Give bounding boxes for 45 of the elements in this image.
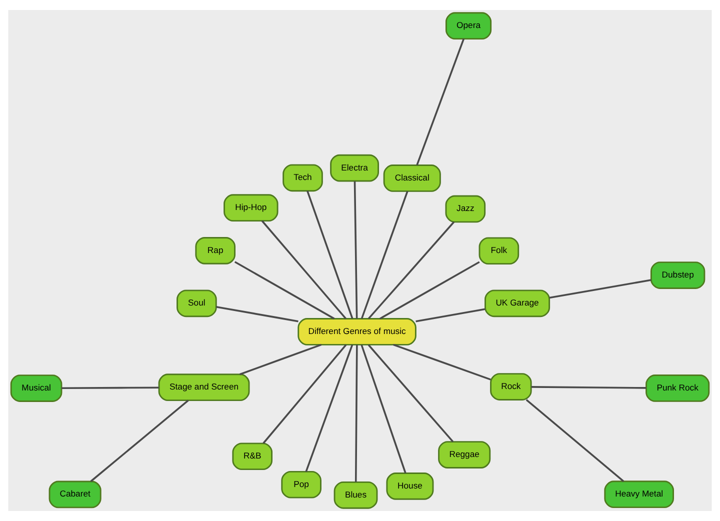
node-box: Stage and Screen <box>158 374 250 402</box>
node-box: Blues <box>334 481 378 509</box>
connector <box>416 38 465 166</box>
node-box: Jazz <box>445 195 486 223</box>
connector <box>90 400 189 482</box>
connector <box>526 399 624 482</box>
node-box: Pop <box>281 470 322 498</box>
connector <box>239 344 322 376</box>
node-box: Reggae <box>438 441 491 468</box>
node-box: Punk Rock <box>646 374 710 402</box>
connector <box>360 344 406 474</box>
node-box: Different Genres of music <box>298 318 416 346</box>
connector <box>305 344 354 472</box>
node-box: Rap <box>195 237 236 264</box>
node-box: House <box>386 472 434 500</box>
node-box: Opera <box>445 12 492 40</box>
connector <box>393 344 491 380</box>
node-box: R&B <box>232 442 273 470</box>
node-box: UK Garage <box>484 290 550 318</box>
node-box: Electra <box>330 154 380 182</box>
connector <box>306 190 354 319</box>
connector <box>531 386 646 389</box>
node-box: Hip-Hop <box>224 194 278 222</box>
connector <box>379 261 480 320</box>
connector <box>368 344 454 442</box>
node-box: Heavy Metal <box>604 480 674 508</box>
node-box: Classical <box>383 164 441 192</box>
node-box: Tech <box>282 164 323 192</box>
connector <box>416 308 486 322</box>
connector <box>62 386 159 390</box>
connector <box>354 181 358 319</box>
node-box: Rock <box>490 373 532 400</box>
connector <box>368 221 455 320</box>
node-box: Dubstep <box>650 262 706 289</box>
connector <box>262 344 347 444</box>
connector <box>234 261 335 320</box>
connector <box>549 279 652 299</box>
connector <box>354 344 358 482</box>
node-box: Cabaret <box>48 480 102 508</box>
node-box: Soul <box>176 290 217 318</box>
node-box: Musical <box>10 374 62 402</box>
node-box: Folk <box>478 237 520 265</box>
connector <box>360 190 408 319</box>
connector <box>216 306 298 322</box>
connector <box>261 220 347 320</box>
